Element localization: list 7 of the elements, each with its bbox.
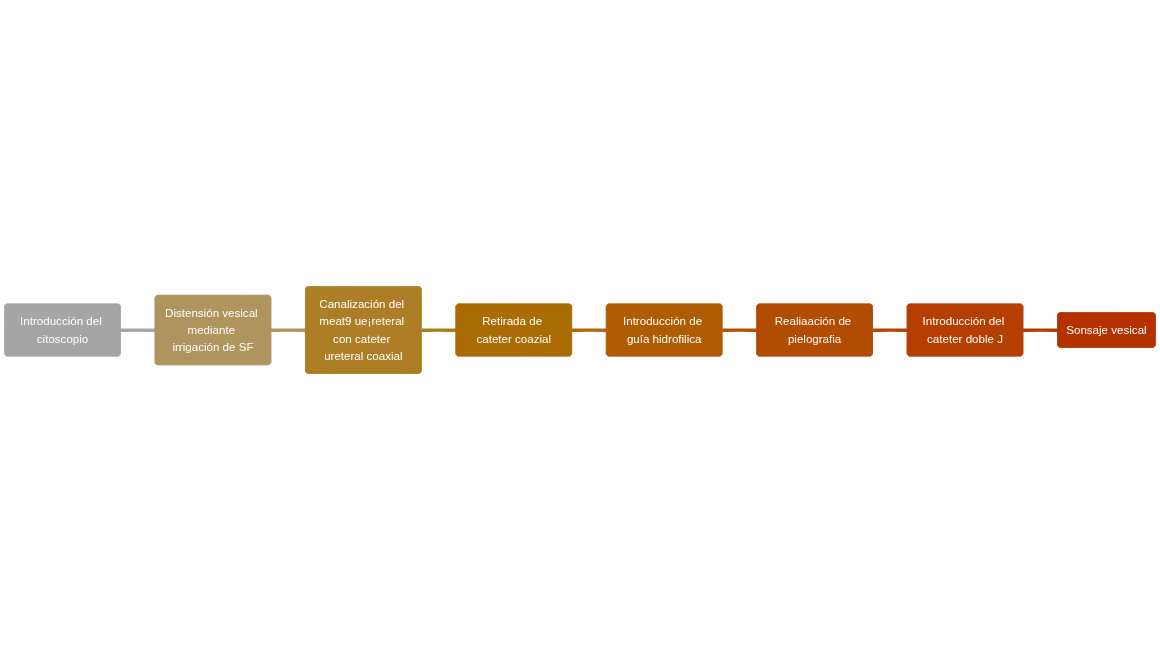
- connector: [421, 328, 457, 333]
- connector: [1023, 328, 1058, 333]
- connector: [271, 328, 306, 333]
- connector: [722, 328, 758, 333]
- connector: [571, 328, 607, 333]
- connector: [872, 328, 908, 333]
- connector: [120, 328, 156, 333]
